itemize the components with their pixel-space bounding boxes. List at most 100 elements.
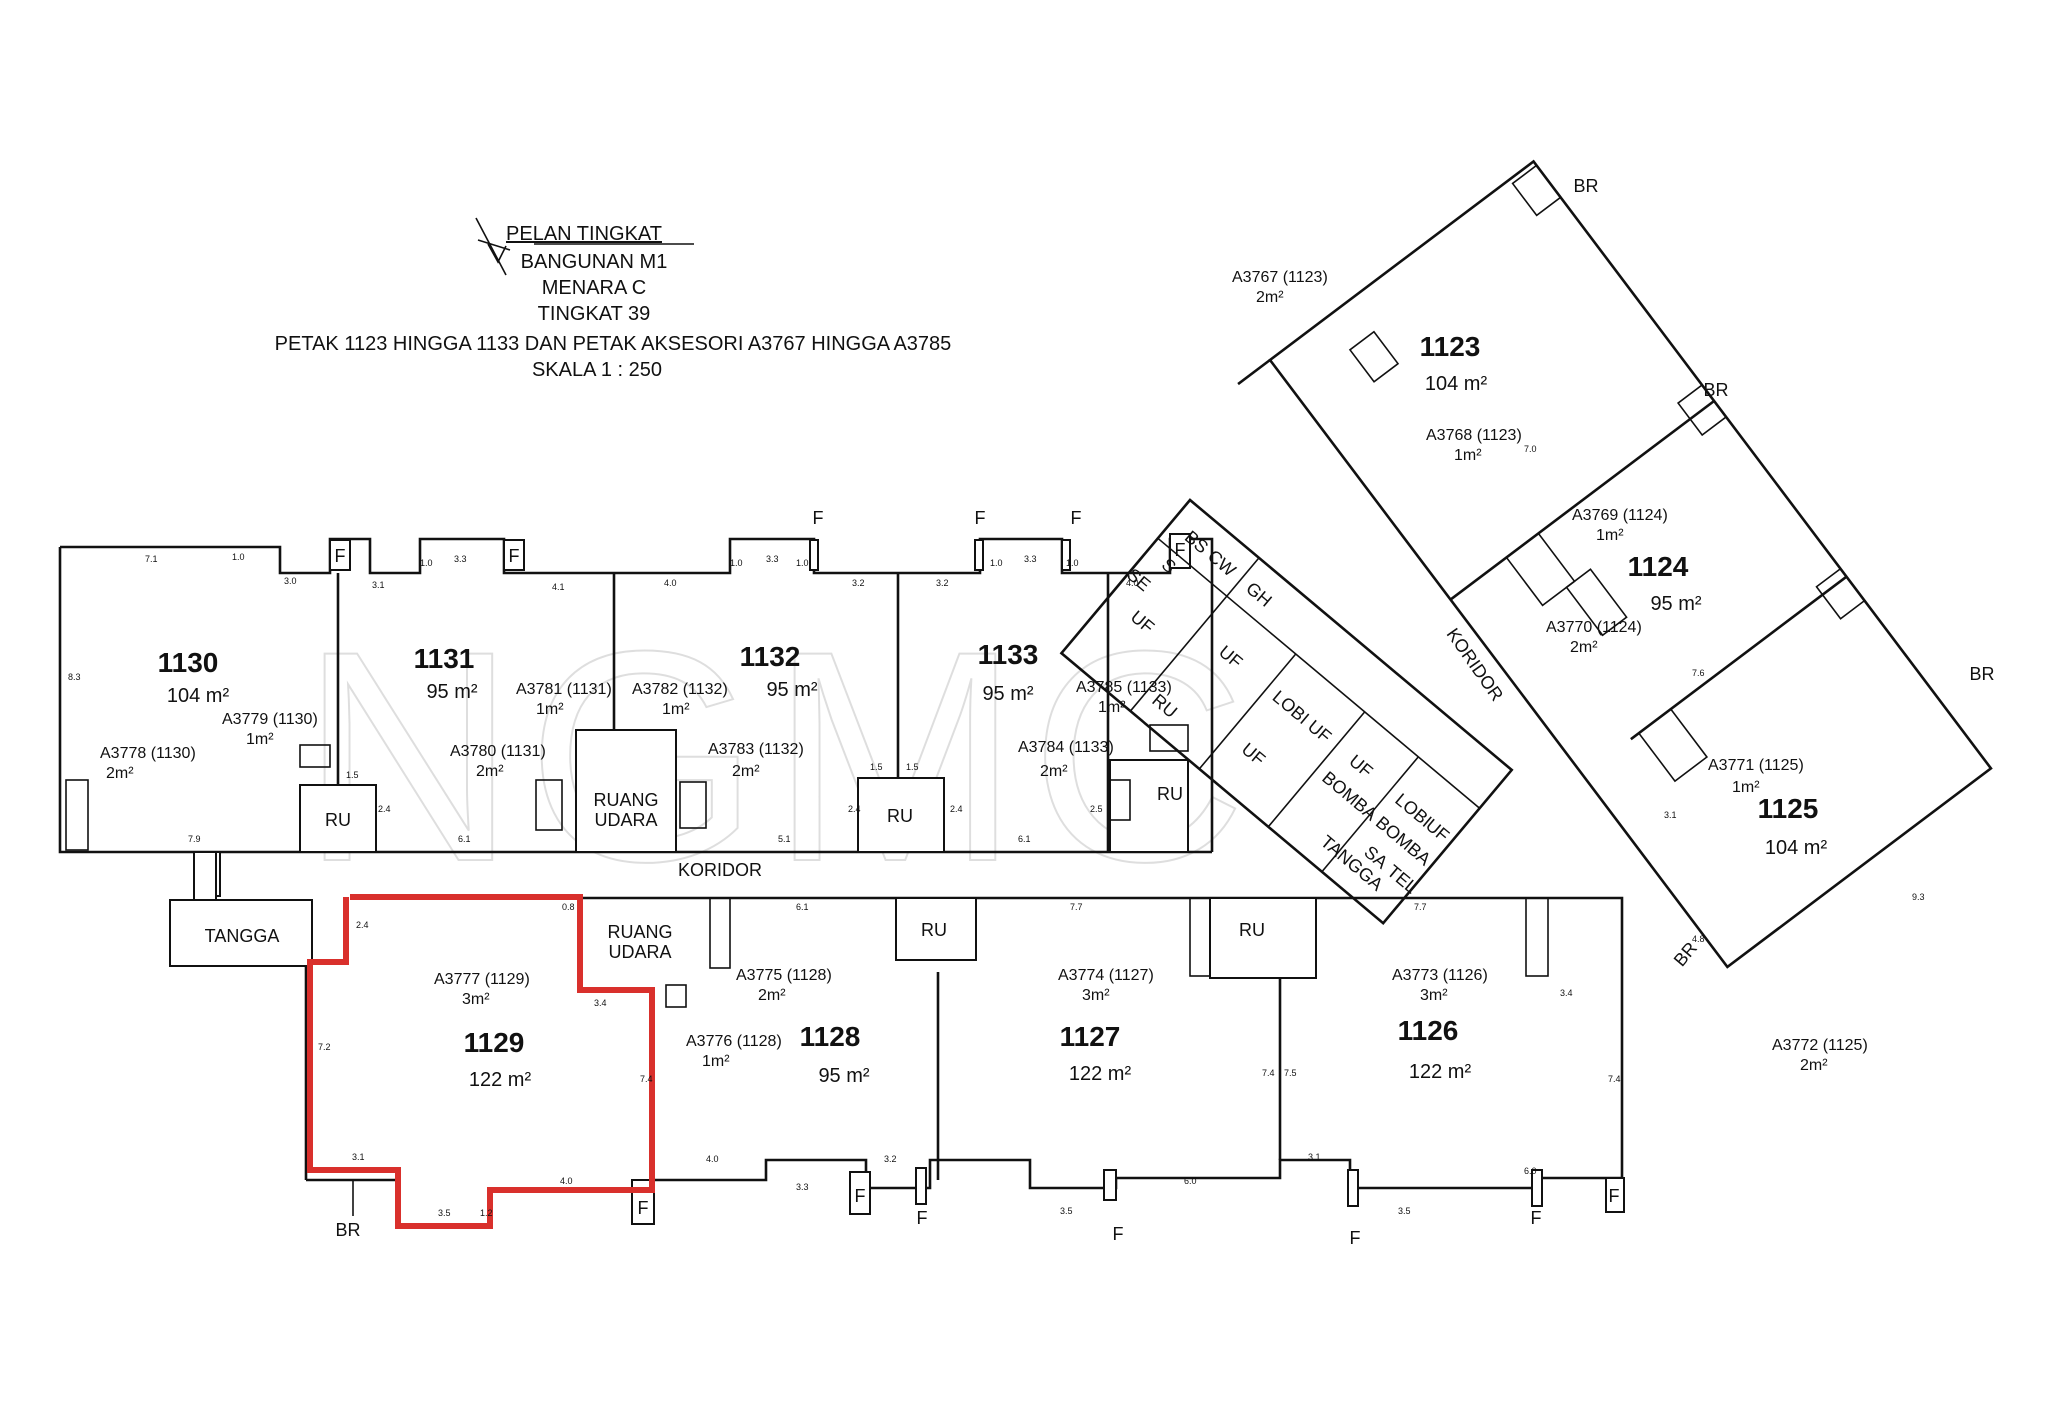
lot-area: 104 m²	[1765, 837, 1828, 859]
fire-label: F	[855, 1186, 866, 1206]
accessory-A3773: A3773 (1126) 3m²	[1392, 967, 1488, 1004]
lot-number: 1132	[740, 641, 801, 672]
uf-label: UF	[1345, 751, 1376, 782]
fire-label: F	[1175, 540, 1186, 560]
east-wing	[1237, 159, 1993, 969]
accessory-A3777: A3777 (1129) 3m²	[434, 971, 530, 1008]
svg-text:3.1: 3.1	[372, 580, 385, 590]
accessory-A3779: A3779 (1130) 1m²	[222, 711, 318, 748]
svg-text:2m²: 2m²	[732, 763, 760, 780]
lot-area: 95 m²	[1650, 593, 1701, 615]
svg-text:1.5: 1.5	[870, 762, 883, 772]
svg-text:6.0: 6.0	[1184, 1176, 1197, 1186]
north-row	[58, 533, 1214, 897]
lot-area: 104 m²	[1425, 373, 1488, 395]
udara-label: UDARA	[594, 810, 657, 830]
title-floor: TINGKAT 39	[538, 303, 651, 325]
svg-text:7.4: 7.4	[640, 1074, 653, 1084]
svg-text:3.4: 3.4	[1560, 988, 1573, 998]
svg-text:1m²: 1m²	[1596, 527, 1624, 544]
svg-text:7.6: 7.6	[1692, 668, 1705, 678]
accessory-A3781: A3781 (1131) 1m²	[516, 681, 612, 718]
south-row	[304, 896, 1625, 1225]
ruang-label: RUANG	[607, 922, 672, 942]
svg-text:A3773 (1126): A3773 (1126)	[1392, 967, 1488, 984]
lot-number: 1129	[464, 1027, 525, 1058]
title-block: PELAN TINGKAT BANGUNAN M1 MENARA C TINGK…	[275, 223, 952, 381]
svg-text:1m²: 1m²	[662, 701, 690, 718]
fire-label: F	[1609, 1186, 1620, 1206]
lot-1128[interactable]: 1128 95 m²	[800, 1021, 870, 1087]
accessory-A3770: A3770 (1124) 2m²	[1546, 619, 1642, 656]
svg-text:A3776 (1128): A3776 (1128)	[686, 1033, 782, 1050]
svg-text:4.0: 4.0	[664, 578, 677, 588]
lot-1126[interactable]: 1126 122 m²	[1398, 1015, 1472, 1083]
lot-area: 122 m²	[469, 1069, 532, 1091]
lot-1127[interactable]: 1127 122 m²	[1060, 1021, 1132, 1085]
svg-text:4.8: 4.8	[1692, 934, 1705, 944]
lot-area: 122 m²	[1409, 1061, 1472, 1083]
svg-text:4.0: 4.0	[706, 1154, 719, 1164]
lot-number: 1128	[800, 1021, 861, 1052]
svg-text:1m²: 1m²	[536, 701, 564, 718]
svg-text:1.0: 1.0	[990, 558, 1003, 568]
lot-area: 95 m²	[426, 681, 477, 703]
lot-1123[interactable]: 1123 104 m²	[1420, 331, 1488, 395]
ru-label: RU	[921, 920, 947, 940]
svg-text:3.1: 3.1	[1664, 810, 1677, 820]
tangga-label: TANGGA	[205, 926, 280, 946]
ru-label: RU	[325, 810, 351, 830]
svg-text:4.1: 4.1	[552, 582, 565, 592]
svg-text:2m²: 2m²	[758, 987, 786, 1004]
lobi-uf-label: LOBI UF	[1269, 686, 1335, 746]
lot-1130[interactable]: 1130 104 m²	[158, 647, 230, 707]
lot-number: 1123	[1420, 331, 1481, 362]
title-lots: PETAK 1123 HINGGA 1133 DAN PETAK AKSESOR…	[275, 333, 952, 355]
lot-1125[interactable]: 1125 104 m²	[1758, 793, 1828, 859]
fire-label: F	[335, 546, 346, 566]
svg-text:3.5: 3.5	[438, 1208, 451, 1218]
svg-text:A3775 (1128): A3775 (1128)	[736, 967, 832, 984]
svg-text:1m²: 1m²	[1454, 447, 1482, 464]
svg-text:2m²: 2m²	[106, 765, 134, 782]
bomba-label: BOMBA	[1318, 767, 1381, 824]
svg-text:1.2: 1.2	[480, 1208, 493, 1218]
title-building: BANGUNAN M1	[521, 251, 668, 273]
svg-text:3.2: 3.2	[852, 578, 865, 588]
watermark: NGMC	[300, 588, 1257, 924]
svg-text:7.9: 7.9	[188, 834, 201, 844]
br-label: BR	[1969, 664, 1994, 684]
lot-1131[interactable]: 1131 95 m²	[414, 643, 478, 703]
svg-text:7.7: 7.7	[1070, 902, 1083, 912]
ru-label: RU	[887, 806, 913, 826]
accessory-A3782: A3782 (1132) 1m²	[632, 681, 728, 718]
svg-text:A3785 (1133): A3785 (1133)	[1076, 679, 1172, 696]
accessory-A3778: A3778 (1130) 2m²	[100, 745, 196, 782]
lot-number: 1126	[1398, 1015, 1459, 1046]
lot-number: 1124	[1628, 551, 1689, 582]
highlighted-lot-boundary	[307, 894, 655, 1229]
svg-text:2m²: 2m²	[1800, 1057, 1828, 1074]
svg-text:3.3: 3.3	[1024, 554, 1037, 564]
svg-text:A3767 (1123): A3767 (1123)	[1232, 269, 1328, 286]
svg-text:2.4: 2.4	[356, 920, 369, 930]
lot-number: 1133	[978, 639, 1039, 670]
svg-text:3.4: 3.4	[594, 998, 607, 1008]
ru-label: RU	[1157, 784, 1183, 804]
svg-text:3m²: 3m²	[462, 991, 490, 1008]
svg-text:2m²: 2m²	[476, 763, 504, 780]
lot-area: 104 m²	[167, 685, 230, 707]
svg-text:1m²: 1m²	[702, 1053, 730, 1070]
svg-text:A3784 (1133): A3784 (1133)	[1018, 739, 1114, 756]
lot-1124[interactable]: 1124 95 m²	[1628, 551, 1702, 615]
lot-1132[interactable]: 1132 95 m²	[740, 641, 818, 701]
lot-area: 95 m²	[982, 683, 1033, 705]
lot-1133[interactable]: 1133 95 m²	[978, 639, 1039, 705]
fire-label: F	[917, 1208, 928, 1228]
svg-text:1.0: 1.0	[730, 558, 743, 568]
svg-text:2m²: 2m²	[1570, 639, 1598, 656]
fire-label: F	[509, 546, 520, 566]
svg-text:7.4: 7.4	[1262, 1068, 1275, 1078]
lot-1129[interactable]: 1129 122 m²	[464, 1027, 532, 1091]
